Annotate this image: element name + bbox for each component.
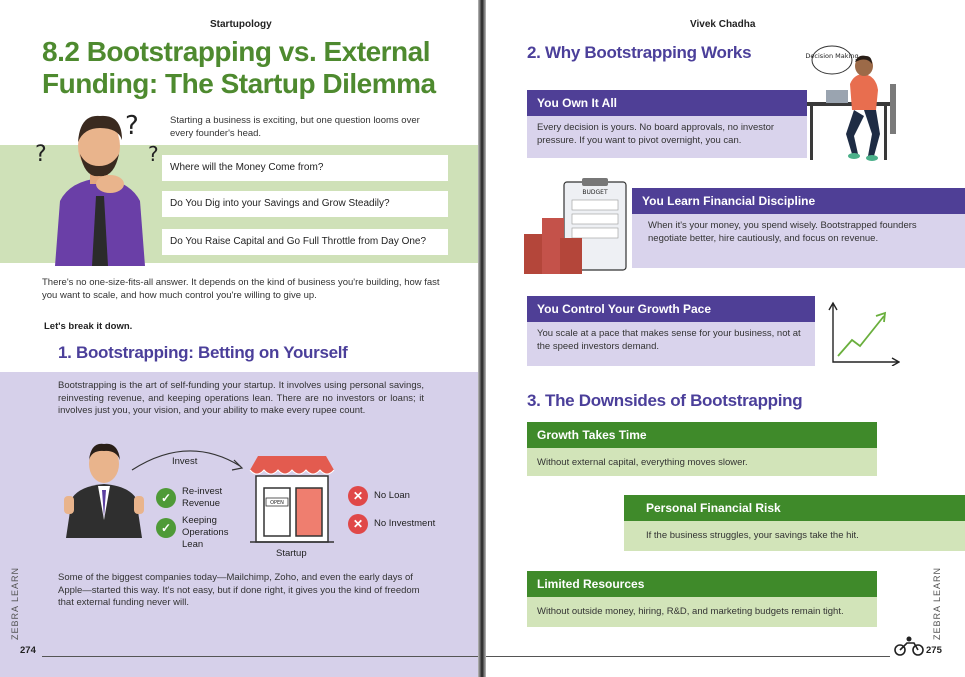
growth-pace-header: You Control Your Growth Pace (527, 296, 815, 322)
checkmark-icon: ✓ (156, 518, 176, 538)
svg-text:?: ? (125, 111, 139, 141)
brand-vertical-left: ZEBRA LEARN (10, 566, 20, 640)
section-3-title: 3. The Downsides of Bootstrapping (527, 391, 803, 410)
footer-line-left (42, 656, 478, 657)
growth-time-text: Without external capital, everything mov… (527, 448, 877, 476)
svg-text:?: ? (35, 142, 47, 167)
closing-text: Some of the biggest companies today—Mail… (58, 572, 420, 608)
question-3: Do You Raise Capital and Go Full Throttl… (162, 229, 448, 255)
businessman-illustration (64, 443, 144, 538)
page-number-right: 275 (926, 645, 942, 656)
lean-label: Keeping Operations Lean (182, 515, 229, 550)
section-2-title: 2. Why Bootstrapping Works (527, 43, 752, 62)
section-1-title: 1. Bootstrapping: Betting on Yourself (58, 343, 348, 362)
footer-line-right (486, 656, 890, 657)
running-head-right: Vivek Chadha (690, 19, 756, 30)
question-2: Do You Dig into your Savings and Grow St… (162, 191, 448, 217)
open-sign: OPEN (270, 500, 284, 506)
decision-making-illustration: Decision Making (805, 45, 896, 161)
intro-text: Starting a business is exciting, but one… (170, 115, 420, 139)
financial-risk-header: Personal Financial Risk (624, 495, 965, 521)
decision-bubble-line: Decision Making (805, 52, 858, 60)
no-investment-label: No Investment (374, 518, 436, 529)
brand-vertical-right: ZEBRA LEARN (932, 566, 942, 640)
running-head-left: Startupology (210, 19, 272, 30)
limited-resources-text: Without outside money, hiring, R&D, and … (527, 597, 877, 627)
section-1-text: Bootstrapping is the art of self-funding… (58, 380, 424, 416)
checkmark-icon: ✓ (156, 488, 176, 508)
financial-discipline-text: When it's your money, you spend wisely. … (632, 214, 965, 268)
chapter-title: 8.2 Bootstrapping vs. External Funding: … (42, 36, 436, 99)
startup-shop-illustration: OPEN (249, 456, 335, 543)
page-number-left: 274 (20, 645, 36, 656)
invest-arrow (131, 450, 244, 471)
summary-text: There's no one-size-fits-all answer. It … (42, 277, 440, 301)
own-it-all-header: You Own It All (527, 90, 807, 116)
own-it-all-text: Every decision is yours. No board approv… (527, 116, 807, 158)
question-1: Where will the Money Come from? (162, 155, 448, 181)
no-loan-label: No Loan (374, 490, 410, 501)
growth-time-header: Growth Takes Time (527, 422, 877, 448)
book-gutter (478, 0, 486, 677)
financial-risk-text: If the business struggles, your savings … (624, 521, 965, 551)
left-page: Startupology 8.2 Bootstrapping vs. Exter… (0, 0, 478, 677)
invest-label: Invest (172, 456, 198, 467)
budget-coins-illustration: BUDGET (524, 178, 627, 274)
cross-icon: ✕ (348, 514, 368, 534)
right-page: Vivek Chadha 2. Why Bootstrapping Works … (486, 0, 965, 677)
limited-resources-header: Limited Resources (527, 571, 877, 597)
thinking-man-illustration: ? ? ? (35, 111, 159, 266)
growth-pace-text: You scale at a pace that makes sense for… (527, 322, 815, 366)
motorbike-icon (894, 636, 924, 656)
cross-icon: ✕ (348, 486, 368, 506)
budget-sign: BUDGET (582, 189, 608, 196)
growth-chart-icon (828, 301, 900, 366)
reinvest-label: Re-invest Revenue (182, 486, 223, 509)
financial-discipline-header: You Learn Financial Discipline (632, 188, 965, 214)
breakdown-text: Let's break it down. (44, 321, 133, 332)
startup-label: Startup (276, 548, 307, 559)
svg-text:?: ? (148, 142, 159, 166)
